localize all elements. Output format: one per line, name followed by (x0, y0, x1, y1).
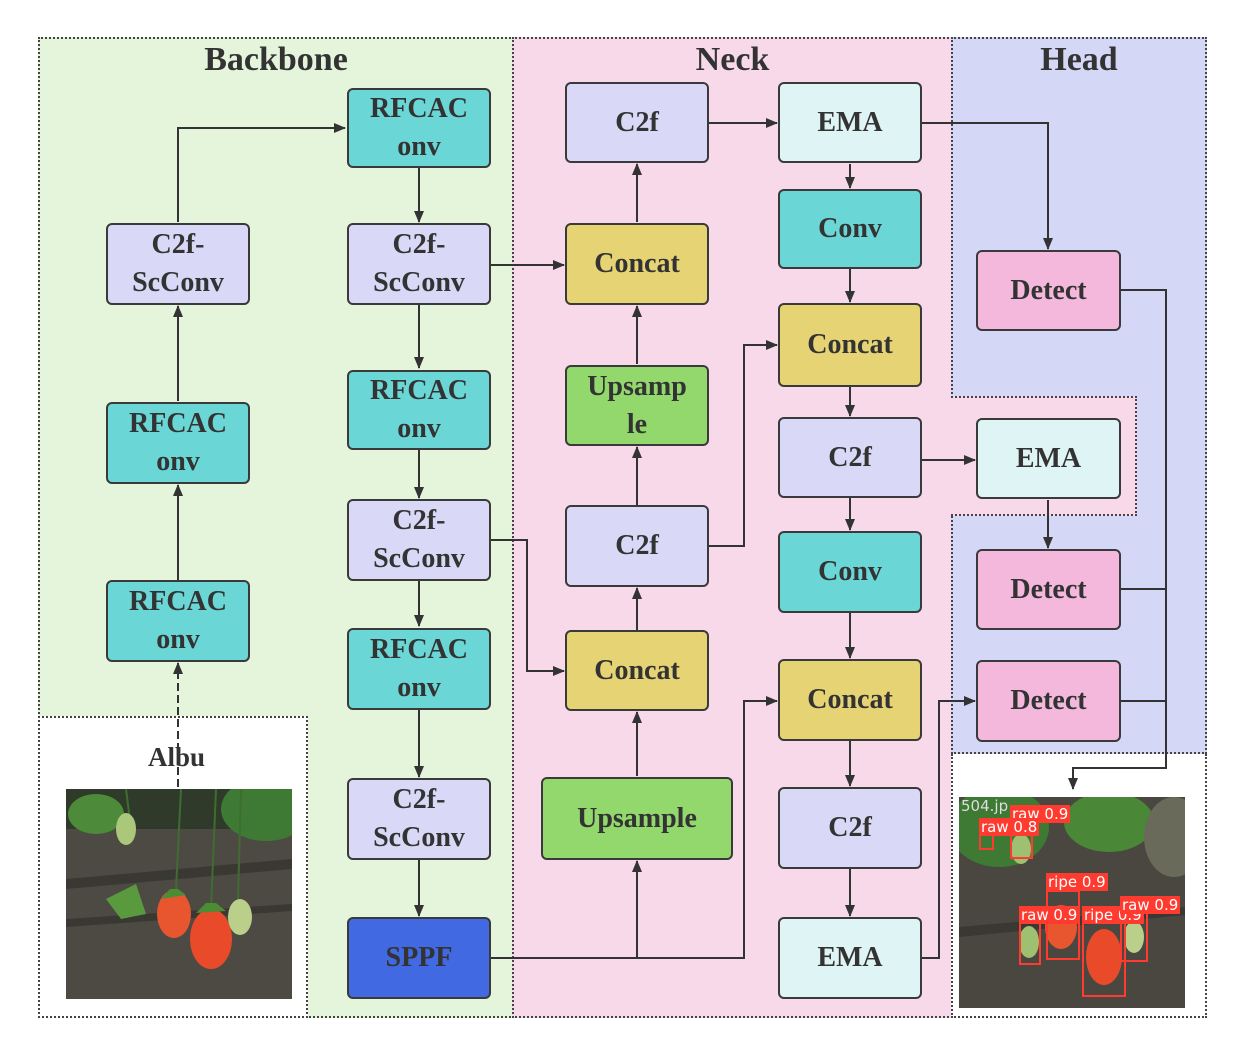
rfcaconv-block: RFCAC onv (106, 580, 250, 662)
c2f-block: C2f (565, 82, 709, 163)
ema-block: EMA (778, 917, 922, 999)
upsample-block: Upsample (541, 777, 733, 860)
detection-label: ripe 0.9 (1046, 873, 1108, 891)
detection-label: raw 0.9 (1120, 896, 1181, 914)
ema-block: EMA (976, 418, 1121, 499)
detection-label: raw 0.8 (979, 818, 1040, 836)
detection-label: raw 0.9 (1019, 906, 1080, 924)
c2f-block: C2f (778, 417, 922, 498)
rfcaconv-block: RFCAC onv (106, 402, 250, 484)
sppf-block: SPPF (347, 917, 491, 999)
c2f-scconv-block: C2f- ScConv (106, 223, 250, 305)
neck-title: Neck (695, 41, 770, 78)
rfcaconv-block: RFCAC onv (347, 628, 491, 710)
rfcaconv-block: RFCAC onv (347, 88, 491, 168)
rfcaconv-block: RFCAC onv (347, 370, 491, 450)
c2f-scconv-block: C2f- ScConv (347, 778, 491, 860)
c2f-scconv-block: C2f- ScConv (347, 223, 491, 305)
c2f-block: C2f (778, 787, 922, 869)
concat-block: Concat (565, 223, 709, 305)
concat-block: Concat (778, 303, 922, 387)
detect-block: Detect (976, 660, 1121, 742)
strawberry-photo-input (66, 789, 292, 999)
detect-block: Detect (976, 549, 1121, 630)
backbone-title: Backbone (204, 41, 348, 78)
conv-block: Conv (778, 189, 922, 269)
input-label: Albu (148, 742, 206, 772)
ema-block: EMA (778, 82, 922, 163)
upsample-block: Upsamp le (565, 365, 709, 446)
conv-block: Conv (778, 531, 922, 613)
input-image (66, 789, 292, 999)
filename-label: 504.jp (961, 797, 1009, 815)
concat-block: Concat (565, 630, 709, 711)
c2f-scconv-block: C2f- ScConv (347, 499, 491, 581)
c2f-block: C2f (565, 505, 709, 587)
output-image: 504.jp raw 0.9 raw 0.8 ripe 0.9 raw 0.9 … (959, 797, 1185, 1008)
head-title: Head (1040, 41, 1118, 78)
detect-block: Detect (976, 250, 1121, 331)
concat-block: Concat (778, 659, 922, 741)
detection-box (1046, 890, 1080, 960)
